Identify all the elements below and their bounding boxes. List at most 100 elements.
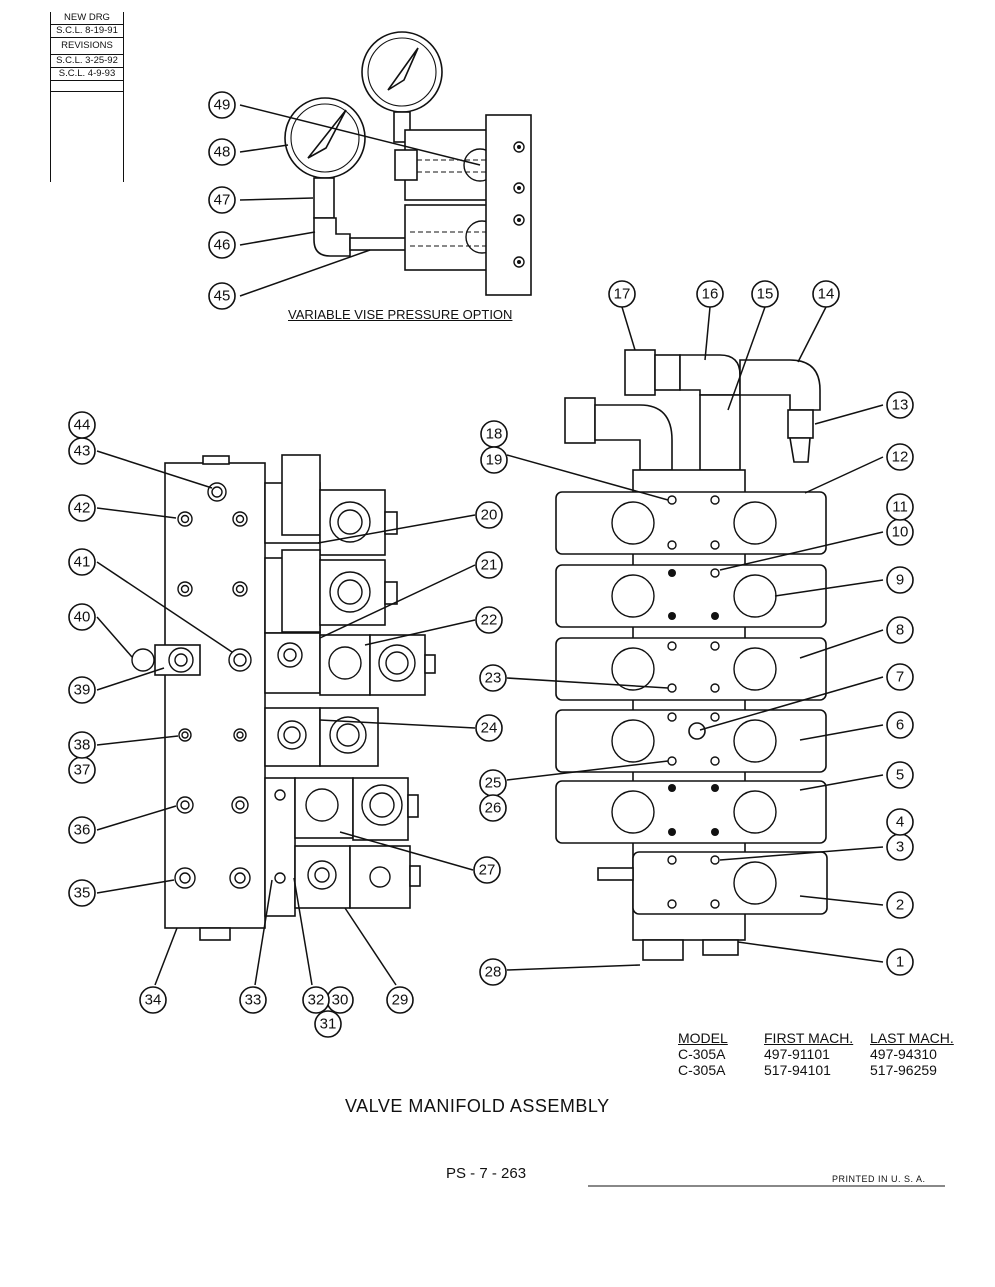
callout-37: 37 (74, 762, 91, 779)
callout-6-circle (886, 711, 914, 739)
elbow-14 (739, 359, 821, 411)
callout-46-circle (208, 231, 236, 259)
valve-second-cap (281, 549, 321, 633)
callout-14-circle (812, 280, 840, 308)
manifold-plugs (174, 482, 252, 889)
page-title: VALVE MANIFOLD ASSEMBLY (345, 1096, 610, 1116)
valve-2 (632, 851, 828, 915)
manifold-block-34 (164, 462, 266, 929)
callout-47: 47 (214, 192, 231, 209)
inset-caption: VARIABLE VISE PRESSURE OPTION (288, 307, 513, 322)
row1-model: C-305A (678, 1046, 726, 1062)
valve-9 (555, 564, 827, 628)
callout-46: 46 (214, 237, 231, 254)
valve-8 (555, 637, 827, 701)
valve-12 (555, 491, 827, 555)
revision-blank (51, 81, 123, 92)
new-drg-date: S.C.L. 8-19-91 (51, 25, 123, 38)
callout-38-circle (68, 731, 96, 759)
gauge-fitting-47 (313, 177, 335, 219)
fitting-17 (624, 349, 656, 396)
inset-manifold-plate (485, 114, 532, 296)
callout-33: 33 (245, 992, 262, 1009)
callout-45-circle (208, 282, 236, 310)
callout-48-circle (208, 138, 236, 166)
callout-1-circle (886, 948, 914, 976)
callout-30: 30 (332, 992, 349, 1009)
callouts: 1 2 3 4 5 6 7 8 9 10 11 12 13 14 15 16 1… (68, 91, 914, 1038)
row2-last: 517-96259 (870, 1062, 937, 1078)
callout-38: 38 (74, 737, 91, 754)
valve-5 (555, 780, 827, 844)
callout-27: 27 (479, 862, 496, 879)
callout-4: 4 (896, 814, 904, 831)
revisions-label: REVISIONS (51, 38, 123, 55)
callout-5: 5 (896, 767, 904, 784)
fitting-left (564, 397, 596, 444)
callout-32-circle (302, 986, 330, 1014)
callout-44: 44 (74, 417, 91, 434)
upper-elbow-49 (394, 149, 418, 181)
callout-19-circle (480, 446, 508, 474)
callout-40: 40 (74, 609, 91, 626)
manifold-bottom-tab (199, 927, 231, 941)
callout-48: 48 (214, 144, 231, 161)
fitting-28 (642, 939, 684, 961)
callout-18: 18 (486, 426, 503, 443)
first-mach-header: FIRST MACH. (764, 1030, 854, 1046)
callout-45: 45 (214, 288, 231, 305)
left-manifold-assembly (96, 450, 476, 986)
callout-39-circle (68, 676, 96, 704)
callout-2: 2 (896, 897, 904, 914)
callout-3: 3 (896, 839, 904, 856)
row1-first: 497-91101 (764, 1046, 830, 1062)
valve-6 (555, 709, 827, 773)
callout-25: 25 (485, 775, 502, 792)
callout-47-circle (208, 186, 236, 214)
callout-13: 13 (892, 397, 909, 414)
last-mach-header: LAST MACH. (870, 1030, 954, 1046)
callout-42: 42 (74, 500, 91, 517)
elbow-left (594, 404, 673, 471)
revision-2: S.C.L. 4-9-93 (51, 68, 123, 81)
leader-47 (239, 197, 314, 201)
revision-1: S.C.L. 3-25-92 (51, 55, 123, 68)
callout-24-circle (475, 714, 503, 742)
drawing-number: PS - 7 - 263 (446, 1165, 527, 1182)
callout-16-circle (696, 280, 724, 308)
callout-35: 35 (74, 885, 91, 902)
callout-5-circle (886, 761, 914, 789)
callout-31: 31 (320, 1016, 337, 1033)
callout-19: 19 (486, 452, 503, 469)
leader-48 (239, 144, 289, 153)
callout-13-circle (886, 391, 914, 419)
model-table: MODEL FIRST MACH. LAST MACH. C-305A 497-… (678, 1030, 960, 1078)
callout-28: 28 (485, 964, 502, 981)
knob-7 (688, 722, 706, 740)
callout-15-circle (751, 280, 779, 308)
callout-9: 9 (896, 572, 904, 589)
row2-model: C-305A (678, 1062, 726, 1078)
model-header: MODEL (678, 1030, 728, 1046)
pipe-15 (699, 394, 741, 471)
callout-9-circle (886, 566, 914, 594)
callout-28-circle (479, 958, 507, 986)
revision-block: NEW DRG S.C.L. 8-19-91 REVISIONS S.C.L. … (50, 12, 124, 182)
callout-20: 20 (481, 507, 498, 524)
callout-22: 22 (481, 612, 498, 629)
callout-39: 39 (74, 682, 91, 699)
callout-17-circle (608, 280, 636, 308)
callout-11-circle (886, 493, 914, 521)
callout-29-circle (386, 986, 414, 1014)
callout-34-circle (139, 986, 167, 1014)
callout-14: 14 (818, 286, 835, 303)
callout-36: 36 (74, 822, 91, 839)
callout-12-circle (886, 443, 914, 471)
callout-31-circle (314, 1010, 342, 1038)
callout-7: 7 (896, 669, 904, 686)
callout-16: 16 (702, 286, 719, 303)
callout-32: 32 (308, 992, 325, 1009)
leader-45 (239, 249, 371, 297)
callout-17: 17 (614, 286, 631, 303)
